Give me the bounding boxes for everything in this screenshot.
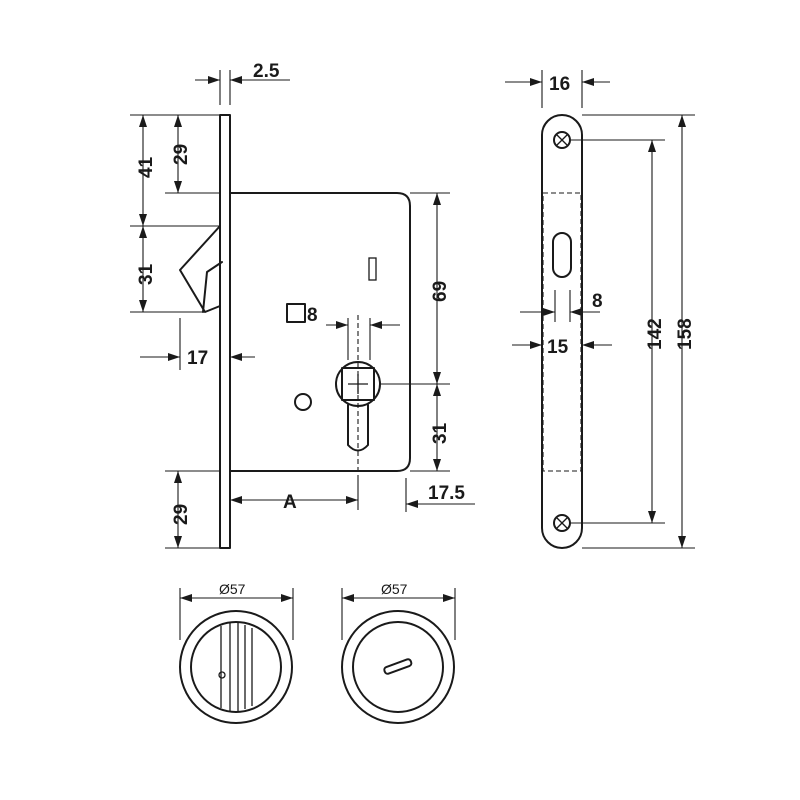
dim-41: 41: [136, 156, 157, 178]
lock-case: [229, 192, 411, 472]
rose-right-inner: [352, 621, 444, 713]
case-hole: [294, 393, 312, 411]
dim-57-right: Ø57: [381, 581, 408, 597]
dim-158: 158: [675, 318, 696, 350]
indicator-slot: [383, 658, 413, 675]
front-dimensions: 16 8 15 142 158: [505, 70, 696, 549]
dim-29-bottom: 29: [171, 504, 192, 525]
dim-29-top: 29: [171, 144, 192, 165]
dim-17-5: 17.5: [428, 483, 465, 504]
dim-15: 15: [547, 337, 569, 358]
dim-57-left: Ø57: [219, 581, 246, 597]
dim-17: 17: [187, 348, 208, 369]
dim-31-right: 31: [430, 422, 451, 444]
front-view: [541, 114, 583, 549]
dim-a: A: [283, 492, 297, 513]
dim-8-slot: 8: [592, 291, 603, 312]
dim-31-left: 31: [136, 263, 157, 285]
case-slot: [368, 257, 377, 281]
spindle-square: [286, 303, 306, 323]
latch-bolt: [179, 225, 223, 313]
dim-69: 69: [430, 281, 451, 302]
side-view: 8: [179, 114, 411, 549]
rose-left-outer: [179, 610, 293, 724]
case-outline-hidden: [542, 192, 582, 472]
dim-16: 16: [549, 74, 570, 95]
dim-142: 142: [645, 318, 666, 350]
rose-left-inner: [190, 621, 282, 713]
side-dimensions: 2.5 41 29 31 17 29: [130, 61, 475, 549]
latch-slot: [552, 232, 572, 278]
emergency-release-hole: [218, 671, 226, 679]
dim-2-5: 2.5: [253, 61, 280, 82]
faceplate-front: [541, 114, 583, 549]
cylinder-body: [347, 404, 369, 452]
rose-right: Ø57: [341, 581, 456, 724]
spindle-label: 8: [307, 305, 318, 326]
rose-left: Ø57: [179, 581, 294, 724]
faceplate-side: [219, 114, 231, 549]
rose-right-outer: [341, 610, 455, 724]
